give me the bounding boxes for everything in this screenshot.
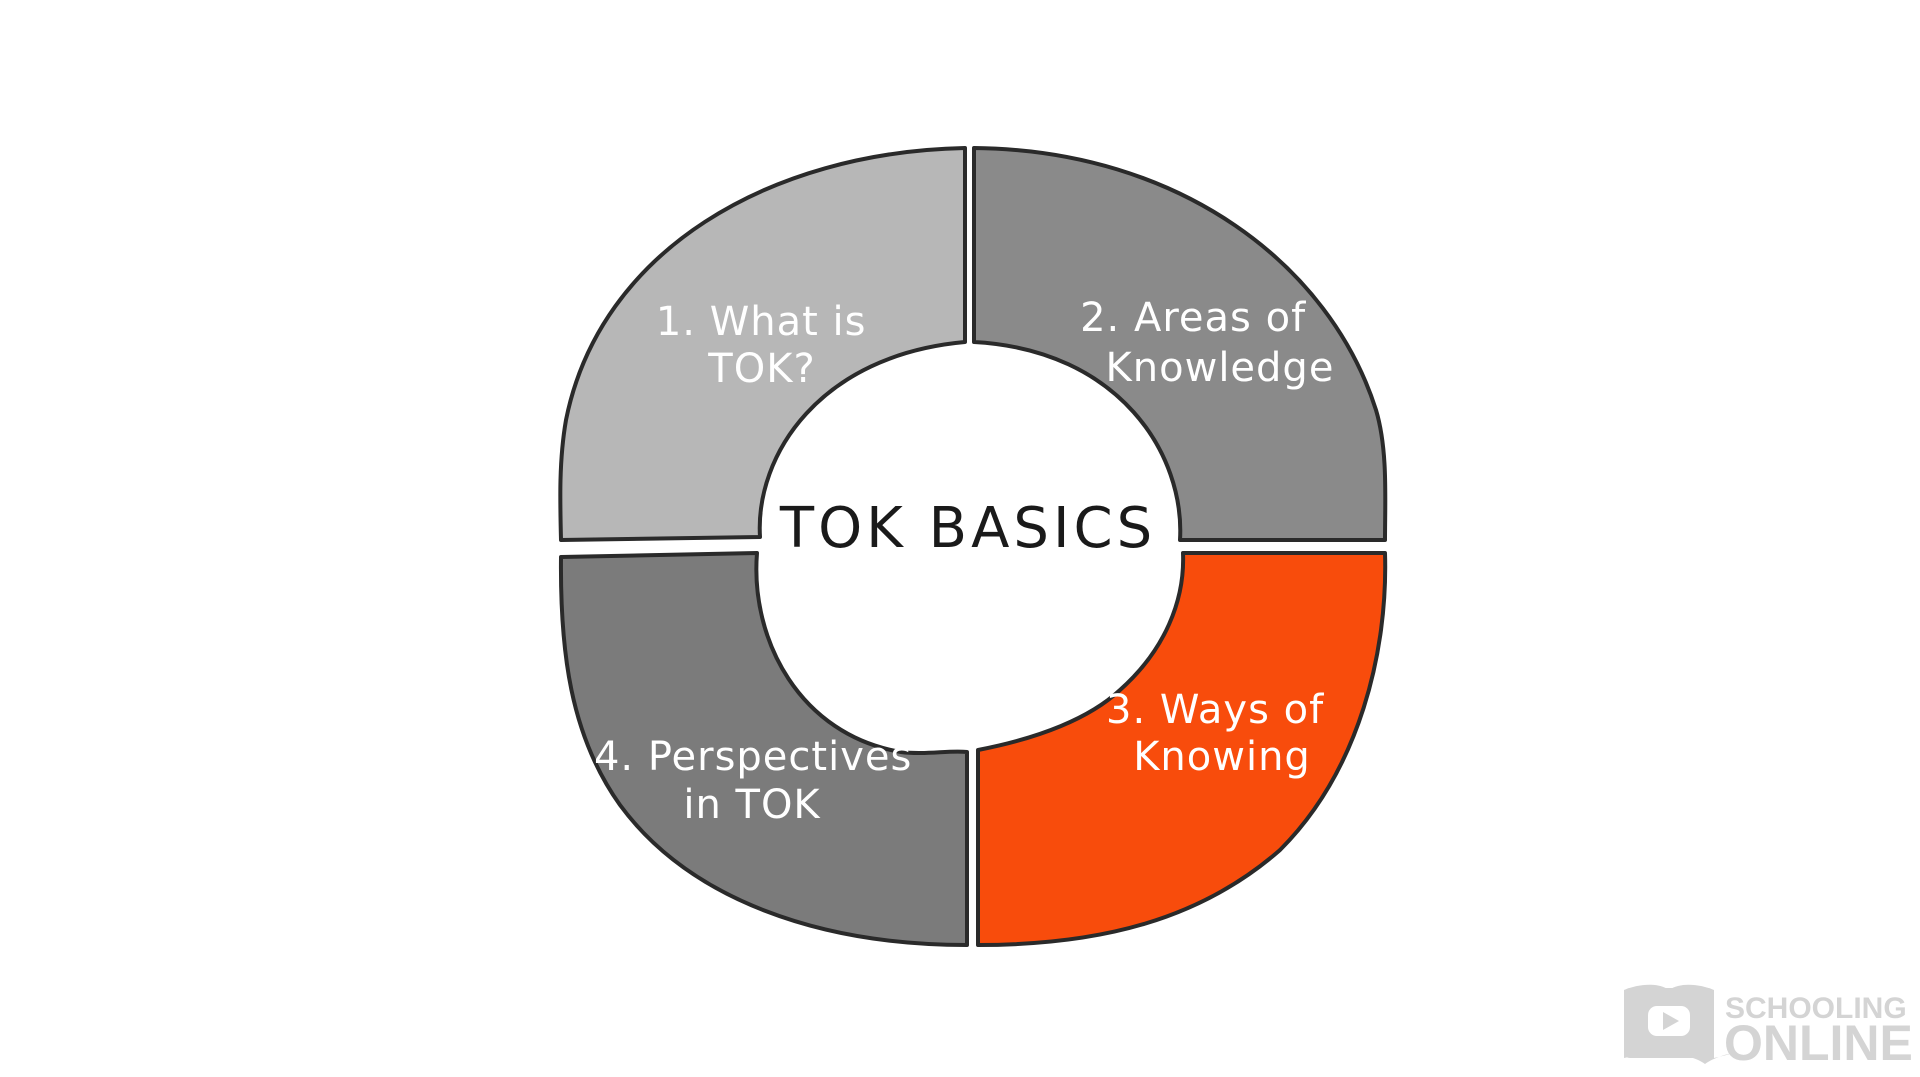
- segment-ways-of-knowing-shape: [976, 551, 1388, 947]
- segment-perspectives-in-tok-label: 4. Perspectives in TOK: [594, 734, 926, 828]
- segment-what-is-tok-shape: [558, 146, 967, 542]
- segment-perspectives-in-tok[interactable]: 4. Perspectives in TOK: [558, 551, 969, 947]
- play-book-icon: [1624, 984, 1732, 1064]
- schooling-online-logo: SCHOOLING ONLINE: [1624, 984, 1913, 1071]
- segment-areas-of-knowledge-label: 2. Areas of Knowledge: [1080, 295, 1334, 391]
- segment-areas-of-knowledge-shape: [972, 146, 1388, 542]
- segment-what-is-tok[interactable]: 1. What is TOK?: [558, 146, 967, 542]
- segment-perspectives-in-tok-shape: [558, 551, 969, 947]
- logo-line-1: SCHOOLING: [1725, 992, 1907, 1025]
- center-title: TOK BASICS: [779, 496, 1156, 561]
- segment-what-is-tok-label: 1. What is TOK?: [656, 299, 880, 392]
- segment-ways-of-knowing-label: 3. Ways of Knowing: [1106, 687, 1338, 780]
- logo-line-2: ONLINE: [1724, 1015, 1913, 1071]
- segment-ways-of-knowing[interactable]: 3. Ways of Knowing: [976, 551, 1388, 947]
- segment-areas-of-knowledge[interactable]: 2. Areas of Knowledge: [972, 146, 1388, 542]
